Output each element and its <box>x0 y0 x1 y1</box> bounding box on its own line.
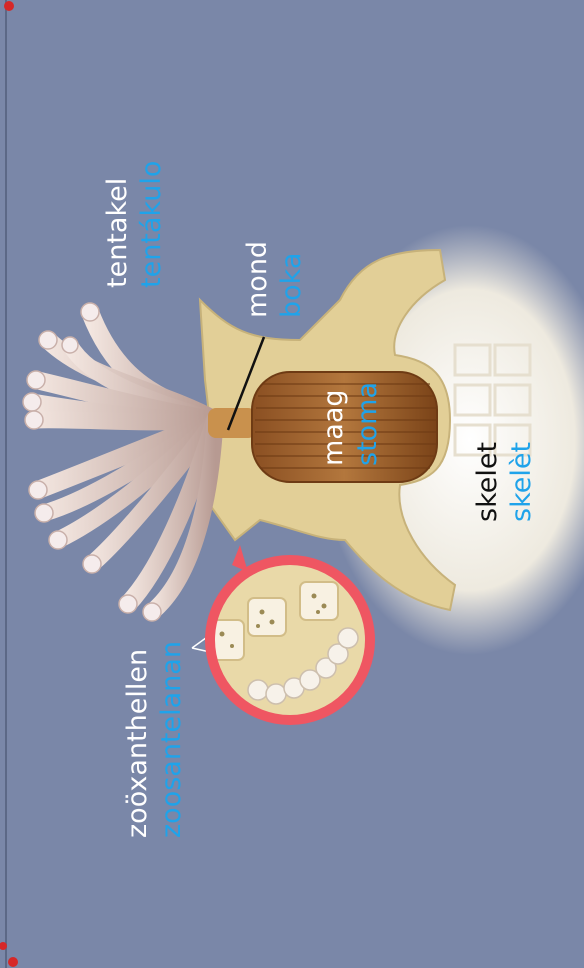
corner-dot <box>8 957 18 967</box>
label-stomach-pap: stoma <box>352 382 383 466</box>
label-tentacle-nl: tentakel <box>102 178 133 288</box>
label-skeleton-nl: skelet <box>472 442 503 522</box>
label-mouth-nl: mond <box>242 241 273 318</box>
label-zooxanthellae-nl: zoöxanthellen <box>122 649 153 838</box>
corner-dot <box>4 1 14 11</box>
label-zooxanthellae-pap: zoosantelanan <box>156 641 187 838</box>
label-mouth-pap: boka <box>276 253 307 318</box>
label-skeleton-pap: skelèt <box>506 442 537 522</box>
label-stomach-nl: maag <box>318 389 349 466</box>
label-tentacle-pap: tentákulo <box>136 161 167 288</box>
